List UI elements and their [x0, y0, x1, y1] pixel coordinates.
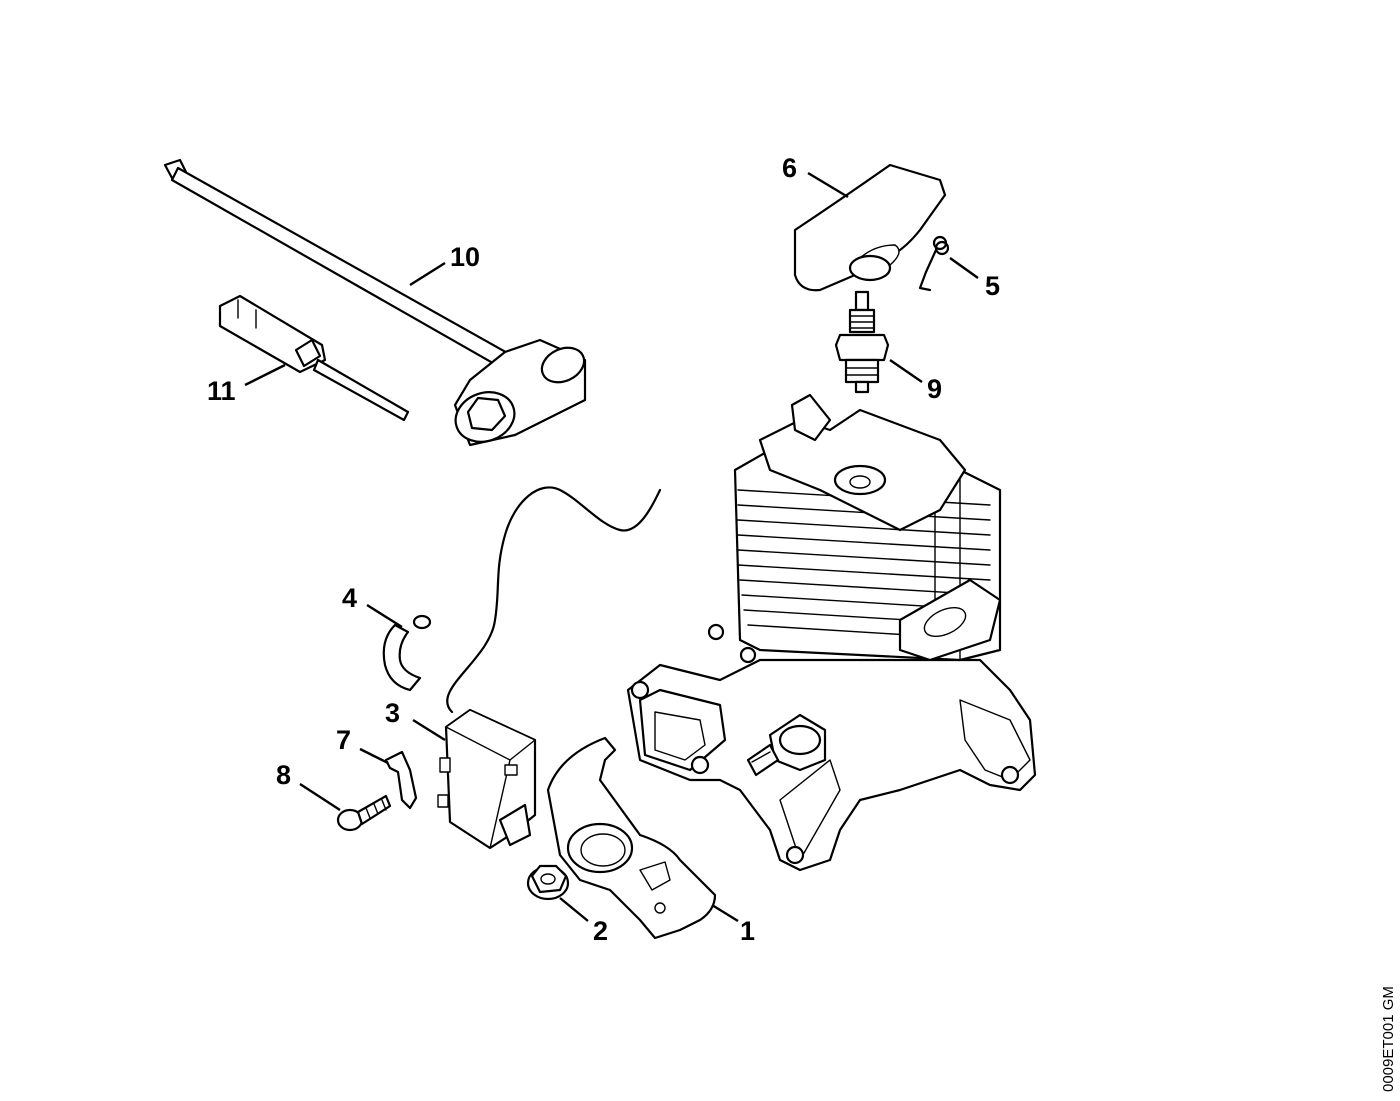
ignition-lead-illustration: [446, 486, 662, 714]
spark-plug-cap-illustration: [793, 163, 947, 292]
leader-4: [366, 603, 403, 629]
leader-lines: [244, 171, 979, 923]
short-circuit-contact-illustration: [384, 750, 418, 810]
ignition-module-illustration: [437, 708, 537, 850]
callout-4: 4: [342, 583, 357, 613]
leader-2: [559, 897, 589, 922]
leader-8: [299, 782, 341, 812]
spark-plug-illustration: [834, 290, 890, 394]
callout-11: 11: [207, 376, 236, 406]
lead-boot-illustration: [382, 614, 432, 692]
callout-9: 9: [927, 374, 942, 404]
cylinder-assembly-illustration: [626, 393, 1037, 872]
screwdriver-illustration: [218, 294, 410, 422]
leg-spring-illustration: [918, 235, 950, 292]
combination-wrench-illustration: [163, 158, 587, 447]
callout-labels: 1 2 3 4 5 6 7 8 9 10 11: [207, 153, 1000, 946]
leader-10: [409, 261, 446, 287]
callout-1: 1: [740, 916, 755, 946]
leader-11: [244, 363, 286, 387]
leader-5: [949, 257, 979, 279]
leader-7: [359, 747, 389, 765]
leader-3: [412, 718, 446, 742]
callout-2: 2: [593, 916, 608, 946]
callout-7: 7: [336, 725, 351, 755]
ignition-shroud-illustration: [546, 736, 717, 940]
screw-illustration: [336, 794, 392, 832]
callout-6: 6: [782, 153, 797, 183]
collar-nut-illustration: [526, 864, 570, 901]
callout-5: 5: [985, 271, 1000, 301]
callout-3: 3: [385, 698, 400, 728]
leader-1: [711, 903, 739, 923]
callout-8: 8: [276, 760, 291, 790]
drawing-code: 0009ET001 GM: [1380, 986, 1397, 1092]
callout-10: 10: [450, 242, 480, 272]
leader-9: [889, 359, 923, 383]
leader-6: [807, 171, 849, 199]
